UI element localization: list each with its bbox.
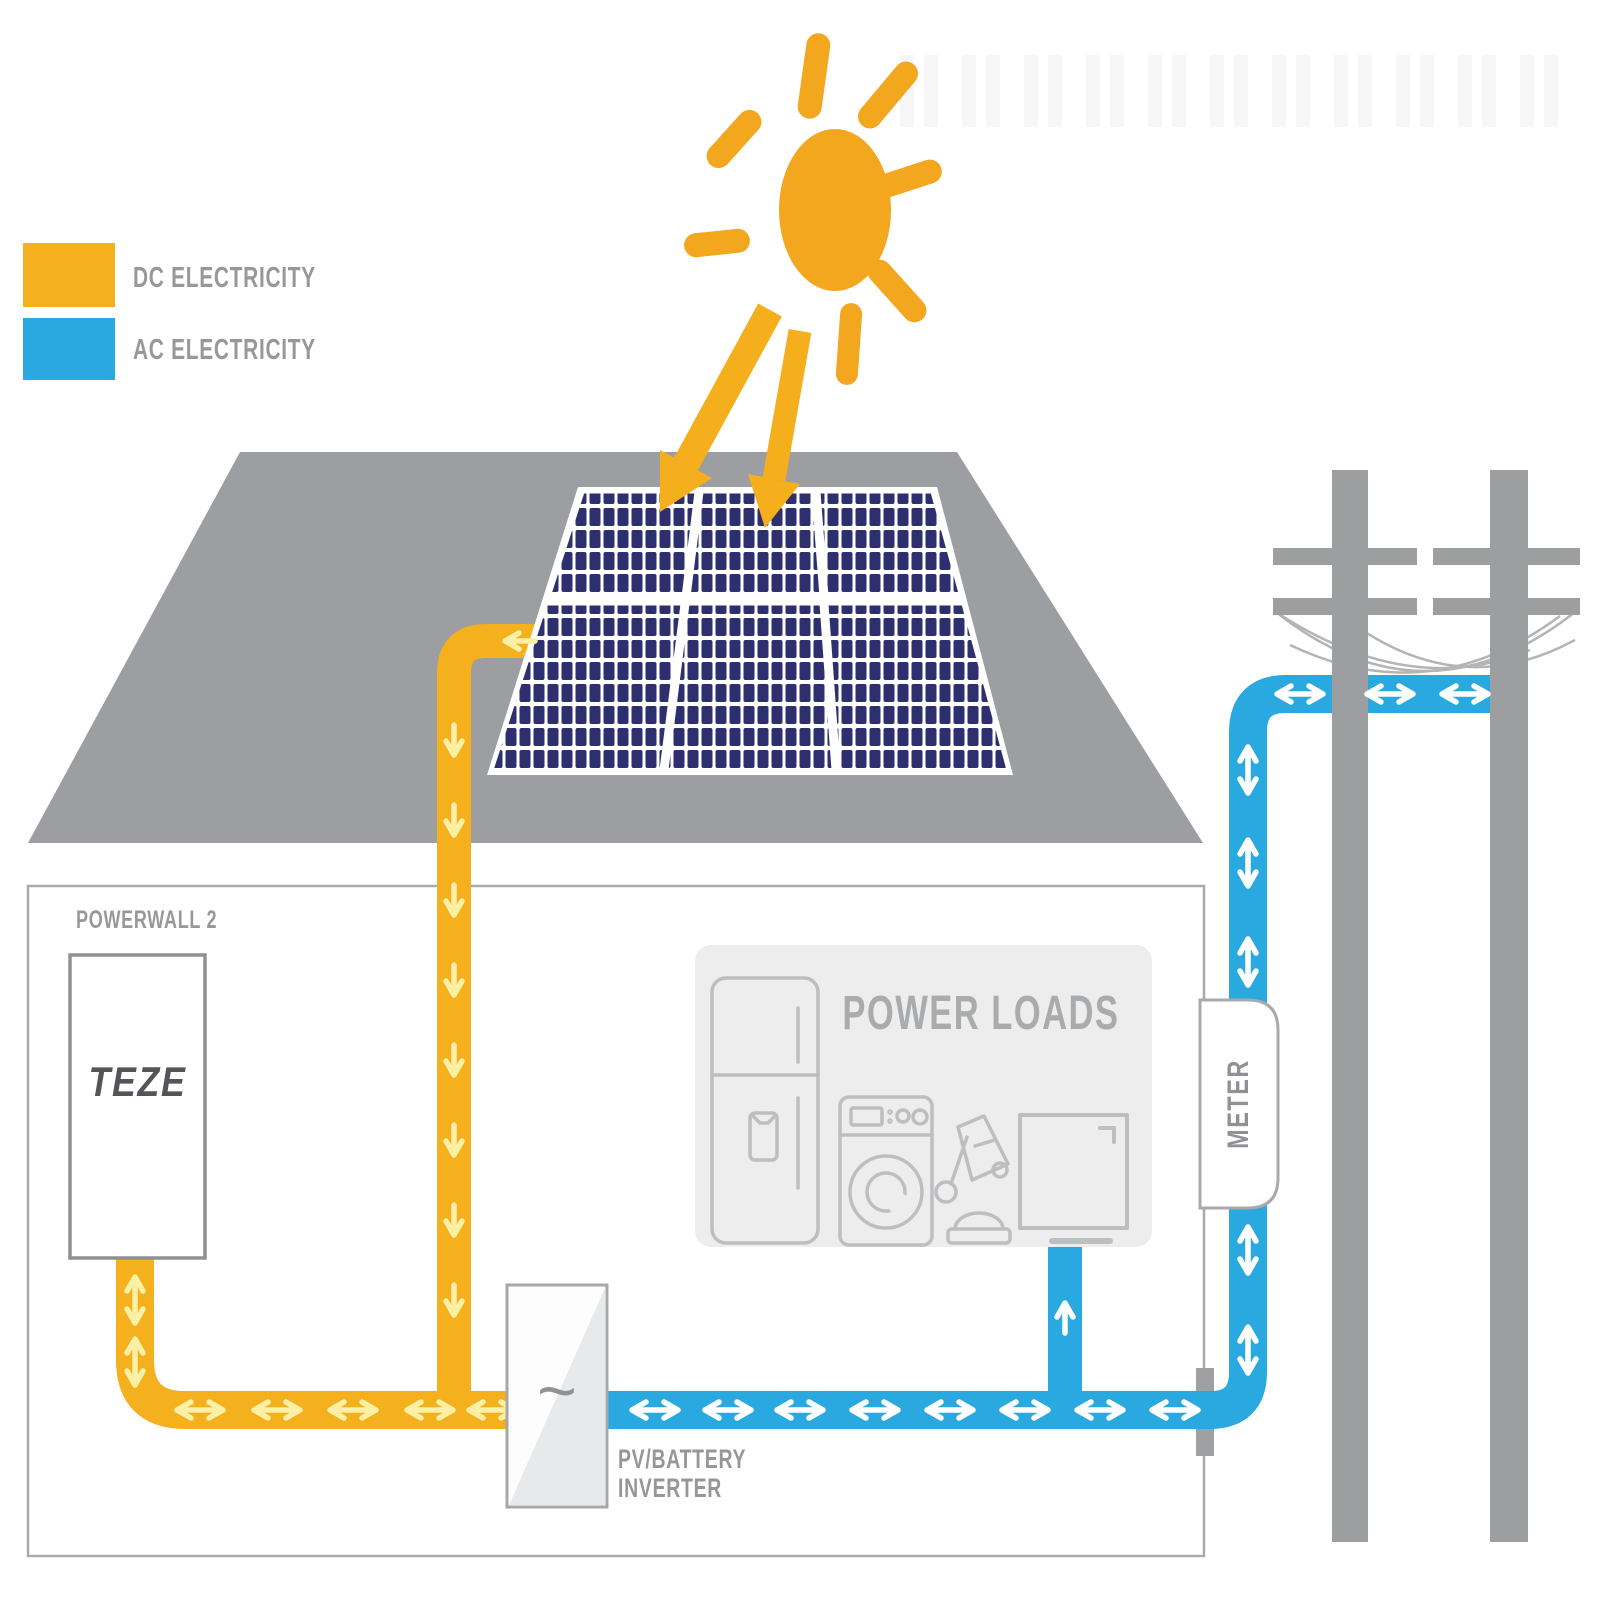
solar-panel (546, 490, 698, 599)
inverter-label-line2: INVERTER (618, 1473, 723, 1504)
inverter-symbol: ~ (537, 1353, 577, 1429)
legend-label-dc: DC ELECTRICITY (133, 262, 316, 294)
sun-icon (684, 33, 942, 385)
fridge-icon (710, 976, 820, 1245)
sun-ray (797, 33, 831, 119)
sun-ray (835, 303, 863, 385)
crossarm (1273, 548, 1417, 565)
sunbeam-arrows (660, 303, 812, 528)
meter-box (1198, 998, 1280, 1210)
sunbeam (762, 329, 812, 481)
solar-panel (825, 602, 1010, 772)
powerwall-label: POWERWALL 2 (76, 906, 218, 934)
solar-array (487, 487, 1013, 775)
crossarm (1273, 598, 1417, 615)
power-lines (1275, 610, 1576, 674)
battery-brand: TEZE (88, 1058, 187, 1105)
inverter-label-line1: PV/BATTERY (618, 1444, 747, 1474)
sunbeam (674, 303, 782, 471)
sun-ray (872, 159, 942, 199)
utility-pole-icon (1332, 470, 1368, 1542)
solar-panel (687, 490, 823, 599)
legend-swatch-dc (23, 243, 115, 307)
crossarm (1433, 548, 1580, 565)
background-watermark (900, 55, 1560, 127)
tv-icon (1018, 1113, 1129, 1244)
sun-ray (867, 259, 927, 323)
utility-poles (1273, 470, 1580, 1542)
legend-label-ac: AC ELECTRICITY (133, 334, 316, 366)
crossarm (1433, 598, 1580, 615)
power-loads-title: POWER LOADS (842, 987, 1120, 1040)
solar-panel (817, 490, 963, 599)
solar-panel (489, 602, 684, 772)
sunbeam-arrowhead (748, 474, 800, 528)
inverter-box (505, 1283, 609, 1509)
sun-ray (858, 61, 918, 129)
solar-panel (665, 602, 835, 772)
inverter-label: PV/BATTERY INVERTER (618, 1444, 747, 1504)
sunbeam-arrowhead (660, 450, 712, 512)
legend-swatch-ac (23, 318, 115, 380)
desk-lamp-icon (934, 1114, 1012, 1245)
powerwall-box (68, 953, 207, 1260)
sun-ray (706, 109, 762, 169)
washing-machine-icon (838, 1095, 934, 1247)
sun-ray (684, 228, 750, 258)
utility-pole-icon (1490, 470, 1528, 1542)
meter-label: METER (1222, 1059, 1255, 1149)
dc-pipe-roof (437, 624, 592, 1420)
